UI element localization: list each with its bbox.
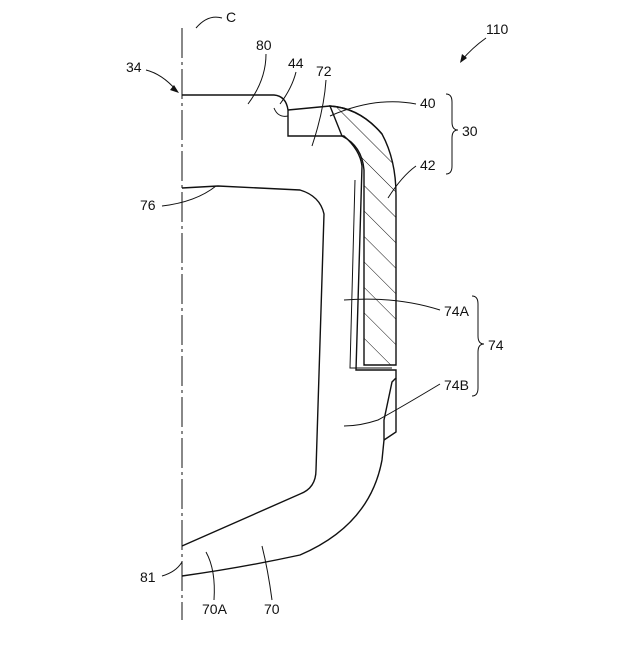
leader-70a (206, 552, 214, 600)
label-c: C (226, 9, 236, 25)
leader-76 (162, 186, 216, 206)
leader-70 (262, 546, 272, 600)
arrow-110 (462, 38, 486, 60)
label-110: 110 (486, 21, 509, 37)
label-74a: 74A (444, 303, 470, 319)
brace-74 (472, 296, 484, 396)
inner-cavity (182, 186, 324, 546)
label-74b: 74B (444, 377, 469, 393)
leader-74b (344, 384, 440, 426)
step-notch (274, 108, 288, 116)
leader-44 (280, 72, 296, 104)
label-44: 44 (288, 55, 304, 71)
label-42: 42 (420, 157, 436, 173)
label-40: 40 (420, 95, 436, 111)
leader-81 (162, 562, 182, 576)
leader-c (196, 17, 222, 28)
label-34: 34 (126, 59, 142, 75)
label-30: 30 (462, 123, 478, 139)
label-70: 70 (264, 601, 280, 617)
hatched-sleeve (330, 106, 396, 365)
arrowhead-34-icon (170, 85, 179, 93)
label-74: 74 (488, 337, 504, 353)
label-80: 80 (256, 37, 272, 53)
leader-80 (248, 54, 266, 104)
label-70a: 70A (202, 601, 228, 617)
brace-30 (446, 94, 458, 174)
label-76: 76 (140, 197, 156, 213)
label-81: 81 (140, 569, 156, 585)
arrow-34 (146, 70, 176, 90)
label-72: 72 (316, 63, 332, 79)
